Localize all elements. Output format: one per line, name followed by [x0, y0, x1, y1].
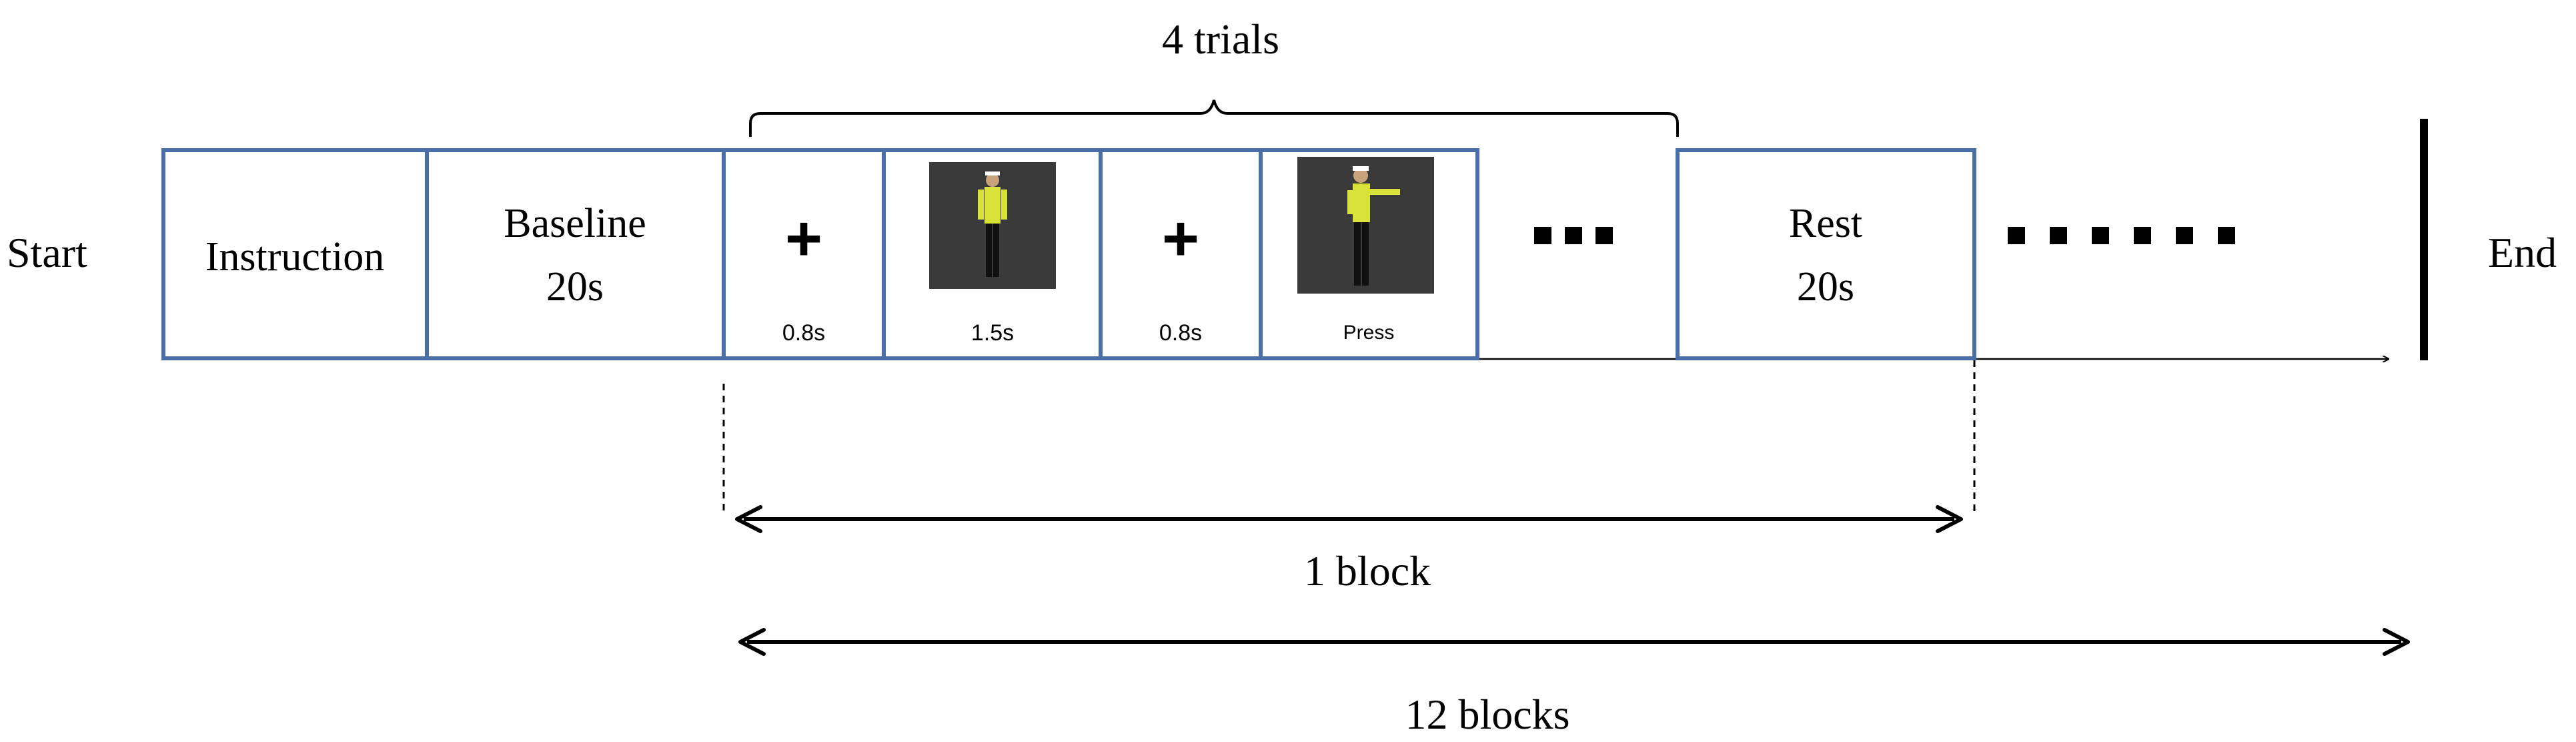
fixation-box-2: + 0.8s: [1099, 148, 1263, 360]
stimulus-2-label: Press: [1343, 322, 1395, 344]
stimulus-box-2: Press: [1259, 148, 1479, 360]
block-ellipsis: [2008, 227, 2235, 244]
trials-brace: [749, 99, 1679, 137]
twelve-blocks-label: 12 blocks: [1405, 691, 1569, 738]
instruction-label: Instruction: [205, 234, 385, 280]
baseline-duration: 20s: [546, 264, 604, 310]
trial-ellipsis: [1534, 227, 1613, 244]
one-block-arrow: [735, 505, 1963, 533]
baseline-box: Baseline 20s: [425, 148, 726, 360]
rest-title: Rest: [1789, 201, 1862, 246]
start-label: Start: [7, 229, 87, 276]
baseline-title: Baseline: [504, 201, 646, 246]
fixation-cross-icon: +: [1162, 203, 1199, 274]
fixation-2-duration: 0.8s: [1159, 320, 1202, 346]
traffic-police-gesture-icon: [1347, 166, 1400, 286]
end-label: End: [2488, 229, 2557, 276]
instruction-box: Instruction: [161, 148, 429, 360]
stimulus-box-1: 1.5s: [882, 148, 1103, 360]
stimulus-1-duration: 1.5s: [971, 320, 1014, 346]
traffic-police-standing-icon: [978, 171, 1007, 277]
one-block-label: 1 block: [1304, 547, 1431, 595]
trials-label: 4 trials: [1162, 15, 1279, 63]
end-bar: [2420, 119, 2428, 360]
rest-duration: 20s: [1797, 264, 1854, 310]
fixation-box-1: + 0.8s: [722, 148, 886, 360]
twelve-blocks-arrow: [738, 628, 2410, 656]
fixation-cross-icon: +: [785, 203, 822, 274]
fixation-1-duration: 0.8s: [782, 320, 825, 346]
rest-box: Rest 20s: [1676, 148, 1976, 360]
